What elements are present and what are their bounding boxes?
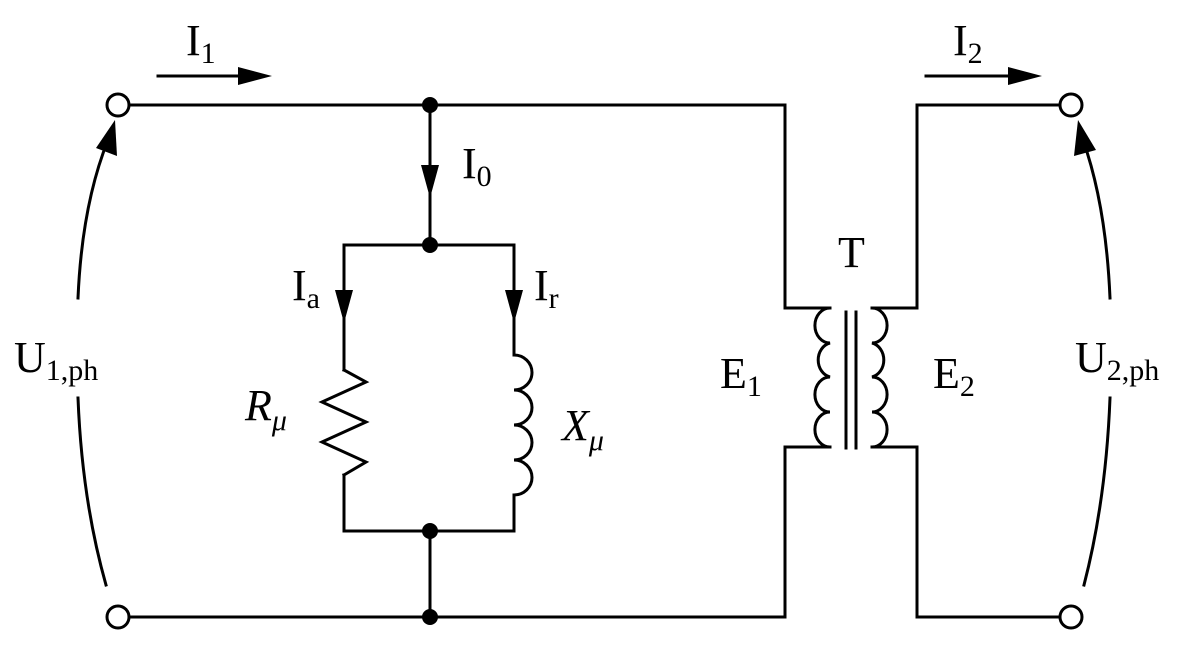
label-i0: I0 [462,139,492,193]
junction-dot [422,97,438,113]
ir-arrow [505,290,523,323]
ia-arrow [335,290,353,323]
u2-voltage-arrowhead [1074,120,1096,156]
input-terminal-bottom [105,604,131,630]
label-i1: I1 [186,16,216,70]
i1-arrow-head [238,67,272,85]
label-x-mu: Xμ [560,401,604,457]
junction-dot [422,237,438,253]
secondary-winding [870,306,889,449]
x-mu-inductor [512,353,534,497]
r-mu-resistor [318,367,370,478]
label-e1: E1 [720,349,762,403]
u1-voltage-arc-upper [76,138,110,300]
label-ir: Ir [534,261,559,315]
u2-voltage-arc-lower [1082,396,1112,587]
u1-voltage-arc-lower [76,396,108,587]
u2-voltage-arc-upper [1081,138,1112,300]
i2-arrow-head [1008,67,1042,85]
label-i2: I2 [953,16,983,70]
primary-winding [813,306,832,449]
input-terminal-top [105,92,131,118]
output-terminal-top [1058,92,1084,118]
i0-arrow [421,165,439,198]
primary-winding-lead-top [783,103,832,310]
label-u2: U2,ph [1075,333,1159,387]
secondary-winding-lead-bottom [870,445,1062,619]
primary-winding-lead-bottom [783,445,832,619]
secondary-winding-lead-top [870,103,1062,310]
label-e2: E2 [933,349,975,403]
label-ia: Ia [292,261,320,315]
u1-voltage-arrowhead [96,120,117,156]
junction-dot [422,609,438,625]
label-transformer: T [838,228,865,277]
junction-dot [422,523,438,539]
label-r-mu: Rμ [244,381,287,437]
label-u1: U1,ph [14,333,98,387]
output-terminal-bottom [1058,604,1084,630]
